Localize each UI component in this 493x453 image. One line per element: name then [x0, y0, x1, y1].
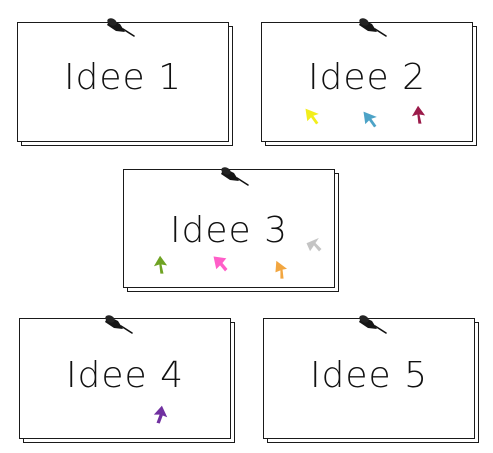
- cursor-arrow-icon: [152, 254, 169, 275]
- card-face[interactable]: Idee 4: [19, 318, 231, 439]
- card-face[interactable]: Idee 3: [123, 169, 335, 288]
- cursor-arrow-icon: [274, 259, 289, 280]
- card-face[interactable]: Idee 1: [17, 22, 229, 142]
- cursor-arrow-icon: [152, 404, 169, 425]
- card-label: Idee 3: [169, 210, 289, 251]
- cursor-arrow-icon: [305, 236, 323, 253]
- card-label: Idee 5: [309, 355, 429, 396]
- idea-card-4[interactable]: Idee 4: [19, 315, 235, 444]
- cursor-arrow-icon: [304, 107, 322, 126]
- pushpin-icon: [359, 315, 387, 334]
- cursor-arrow-icon: [410, 104, 427, 125]
- card-label: Idee 1: [63, 57, 183, 98]
- idea-card-1[interactable]: Idee 1: [17, 18, 233, 146]
- cursor-arrow-icon: [362, 110, 380, 129]
- card-face[interactable]: Idee 5: [263, 318, 475, 439]
- card-label: Idee 4: [65, 355, 185, 396]
- pushpin-icon: [221, 167, 249, 186]
- idea-card-2[interactable]: Idee 2: [261, 18, 477, 146]
- pushpin-icon: [105, 315, 133, 334]
- idea-card-5[interactable]: Idee 5: [263, 315, 479, 444]
- cursor-arrow-icon: [212, 255, 229, 273]
- pushpin-icon: [107, 18, 135, 37]
- idea-card-3[interactable]: Idee 3: [123, 167, 339, 293]
- card-label: Idee 2: [307, 57, 427, 98]
- pushpin-icon: [359, 18, 387, 37]
